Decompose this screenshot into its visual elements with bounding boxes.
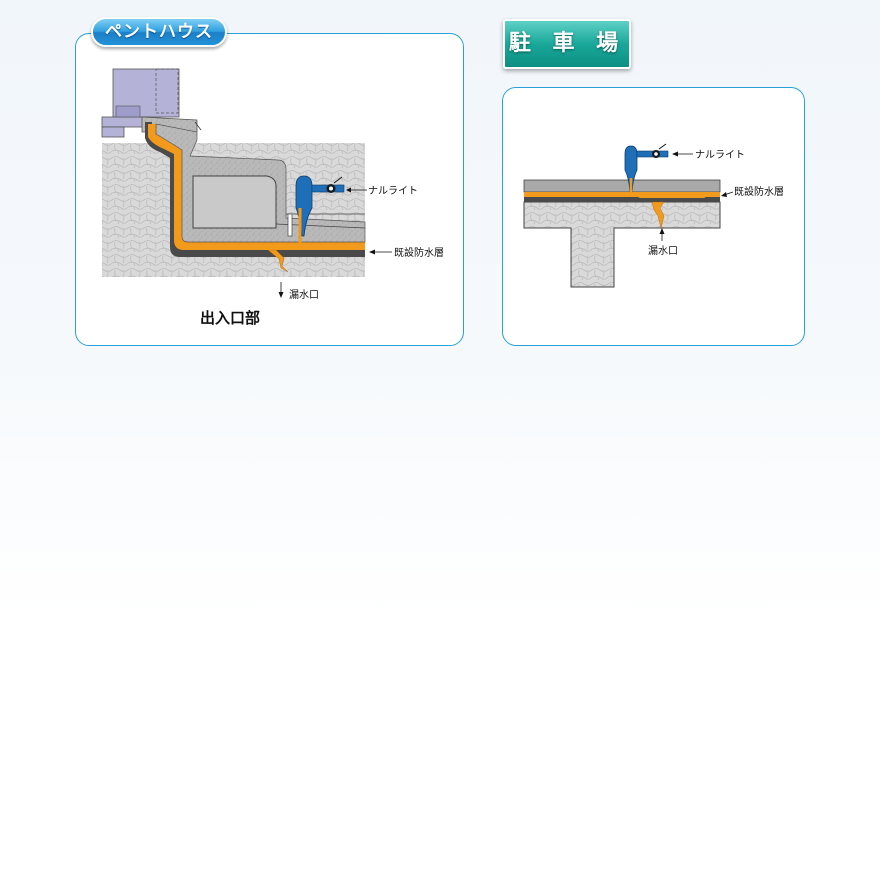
parking-injector (624, 145, 638, 193)
penthouse-diagram (101, 68, 392, 298)
parking-tag: 駐 車 場 (503, 19, 631, 69)
parking-label-leak-point: 漏水口 (648, 245, 678, 257)
penthouse-label-existing-layer: 既設防水層 (394, 246, 444, 259)
penthouse-label-nalight: ナルライト (368, 185, 418, 197)
parking-slab (523, 201, 721, 288)
parking-leak-crack (651, 201, 665, 229)
parking-label-nalight: ナルライト (695, 149, 745, 161)
parking-resin-layer (524, 192, 720, 197)
penthouse-caption: 出入口部 (200, 309, 260, 327)
penthouse-label-leak-point: 漏水口 (289, 289, 319, 301)
drain-block (192, 175, 277, 229)
parking-label-existing-layer: 既設防水層 (734, 185, 784, 198)
parking-existing-membrane (524, 197, 720, 202)
parking-topping (523, 179, 721, 193)
penthouse-tag: ペントハウス (91, 17, 227, 47)
parking-diagram (523, 143, 734, 288)
leak-crack (267, 249, 289, 273)
